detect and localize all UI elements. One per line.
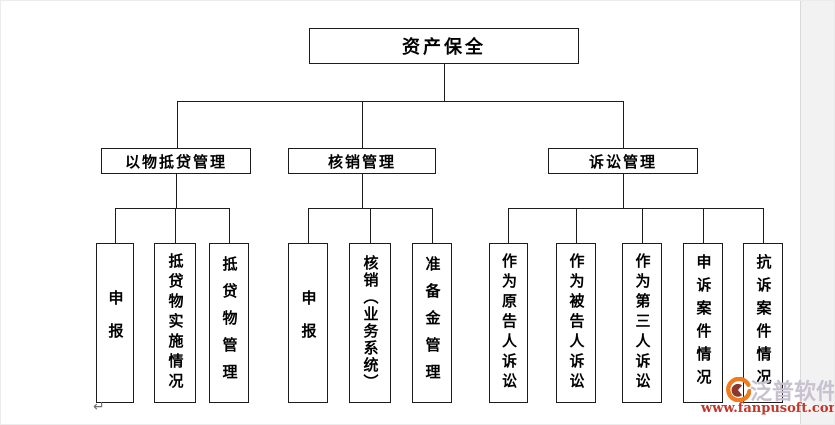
connector-line <box>308 208 309 243</box>
connector-line <box>508 208 764 209</box>
node-leaf-label: 申报 <box>299 290 318 356</box>
connector-line <box>177 101 624 102</box>
node-branch-collateral-mgmt[interactable]: 以物抵贷管理 <box>101 148 251 174</box>
node-branch-litigation-mgmt[interactable]: 诉讼管理 <box>548 148 698 174</box>
node-leaf-collateral-implementation[interactable]: 抵贷物实施情况 <box>154 243 196 403</box>
page-margin-strip <box>800 1 834 424</box>
node-leaf-label: 抵贷物实施情况 <box>166 253 185 393</box>
node-leaf-appeal-cases[interactable]: 申诉案件情况 <box>683 243 723 403</box>
connector-line <box>362 174 363 208</box>
node-root-label: 资产保全 <box>402 37 486 58</box>
node-leaf-label: 作为被告人诉讼 <box>567 253 586 393</box>
connector-line <box>763 208 764 243</box>
node-leaf-plaintiff-litigation[interactable]: 作为原告人诉讼 <box>489 243 528 403</box>
node-branch-label: 核销管理 <box>327 152 396 171</box>
node-leaf-label: 核销（业务系统） <box>361 255 380 391</box>
watermark-url: www.fanpusoft.com <box>701 401 835 416</box>
node-leaf-reserve-management[interactable]: 准备金管理 <box>412 243 452 403</box>
node-leaf-declaration[interactable]: 申报 <box>288 243 328 403</box>
node-leaf-label: 作为原告人诉讼 <box>500 253 518 393</box>
connector-line <box>623 101 624 148</box>
connector-line <box>370 208 371 243</box>
node-leaf-label: 申报 <box>106 290 125 356</box>
connector-line <box>115 208 116 243</box>
line-break-mark-icon: ↵ <box>93 399 105 415</box>
connector-line <box>362 101 363 148</box>
connector-line <box>432 208 433 243</box>
node-leaf-label: 抵贷物管理 <box>220 255 239 391</box>
connector-line <box>623 174 624 208</box>
node-leaf-label: 准备金管理 <box>423 255 442 391</box>
watermark-brand: 泛普软件 <box>750 380 835 405</box>
node-leaf-label: 申诉案件情况 <box>694 254 713 392</box>
connector-line <box>642 208 643 243</box>
node-leaf-protest-cases[interactable]: 抗诉案件情况 <box>743 243 783 403</box>
connector-line <box>703 208 704 243</box>
node-leaf-writeoff-business-system[interactable]: 核销（业务系统） <box>349 243 391 403</box>
node-root[interactable]: 资产保全 <box>309 28 579 64</box>
node-leaf-collateral-management[interactable]: 抵贷物管理 <box>209 243 249 403</box>
connector-line <box>444 64 445 101</box>
connector-line <box>576 208 577 243</box>
connector-line <box>229 208 230 243</box>
node-leaf-label: 作为第三人诉讼 <box>633 253 652 393</box>
node-leaf-third-party-litigation[interactable]: 作为第三人诉讼 <box>622 243 662 403</box>
node-branch-writeoff-mgmt[interactable]: 核销管理 <box>288 148 436 174</box>
connector-line <box>175 208 176 243</box>
node-leaf-label: 抗诉案件情况 <box>754 254 773 392</box>
fanpu-logo-icon <box>726 377 751 402</box>
connector-line <box>177 101 178 148</box>
node-leaf-defendant-litigation[interactable]: 作为被告人诉讼 <box>556 243 596 403</box>
node-branch-label: 以物抵贷管理 <box>124 152 227 171</box>
connector-line <box>115 208 230 209</box>
connector-line <box>508 208 509 243</box>
node-branch-label: 诉讼管理 <box>588 152 657 171</box>
node-leaf-declaration[interactable]: 申报 <box>96 243 134 403</box>
connector-line <box>176 174 177 208</box>
